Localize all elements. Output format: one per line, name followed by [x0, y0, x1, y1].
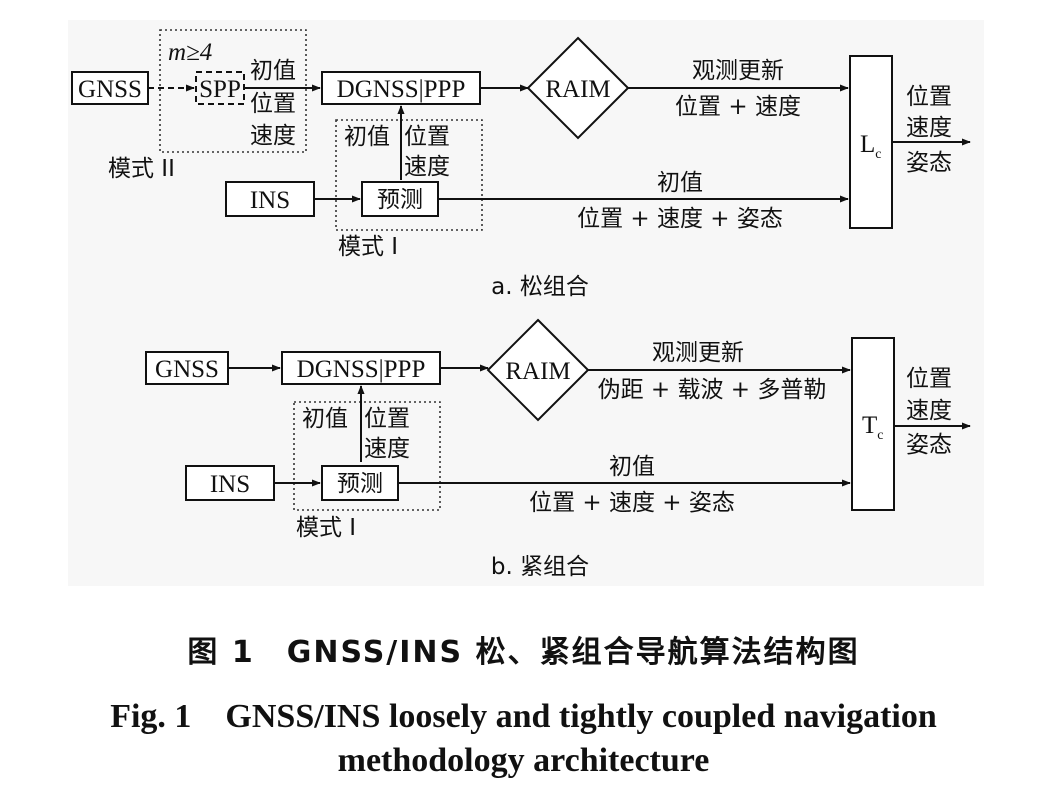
feedback-init-label: 初值	[344, 124, 390, 150]
gnss-label: GNSS	[78, 76, 142, 103]
ins-quantities-label: 位置 + 速度 + 姿态	[529, 490, 735, 516]
dgnss-ppp-label: DGNSS|PPP	[297, 356, 426, 383]
predict-label: 预测	[377, 187, 423, 213]
ins-box	[225, 181, 315, 217]
feedback-velocity-label: 速度	[364, 436, 410, 462]
panel-b-tight-coupling: GNSS DGNSS|PPP RAIM 观测更新 伪距 + 载波 + 多普勒 模…	[145, 318, 971, 580]
spp-velocity-label: 速度	[250, 123, 296, 149]
dgnss-ppp-box	[321, 71, 481, 105]
dgnss-ppp-label: DGNSS|PPP	[337, 76, 466, 103]
raim-label: RAIM	[505, 358, 570, 385]
raim-label: RAIM	[545, 76, 610, 103]
gnss-label: GNSS	[155, 356, 219, 383]
figure-caption-english-line-1: Fig. 1 GNSS/INS loosely and tightly coup…	[110, 698, 937, 735]
tight-out-position: 位置	[906, 366, 952, 392]
raim-diamond	[526, 36, 630, 140]
panel-a-loose-coupling: 模式 II GNSS m≥4 SPP 初值 位置 速度 DGNSS|PPP RA…	[71, 29, 971, 300]
panel-b-label: b. 紧组合	[491, 554, 589, 580]
predict-label: 预测	[337, 471, 383, 497]
figure-caption-english-line-2: methodology architecture	[337, 742, 710, 779]
loose-filter-box	[849, 55, 893, 229]
feedback-position-label: 位置	[364, 406, 410, 432]
raim-diamond	[486, 318, 590, 422]
panel-a-label: a. 松组合	[491, 274, 589, 300]
predict-box	[321, 465, 399, 501]
obs-update-label: 观测更新	[692, 58, 784, 84]
dgnss-ppp-box	[281, 351, 441, 385]
figure-caption-chinese: 图 1 GNSS/INS 松、紧组合导航算法结构图	[187, 635, 860, 670]
mode-2-region	[159, 29, 307, 153]
loose-out-position: 位置	[906, 84, 952, 110]
ins-box	[185, 465, 275, 501]
ins-quantities-label: 位置 + 速度 + 姿态	[577, 206, 783, 232]
tight-filter-label: Tc	[862, 412, 884, 443]
loose-filter-label: Lc	[860, 131, 882, 162]
architecture-diagram: 模式 II GNSS m≥4 SPP 初值 位置 速度 DGNSS|PPP RA…	[71, 29, 971, 580]
satellite-condition: m≥4	[168, 39, 212, 66]
loose-out-attitude: 姿态	[906, 150, 952, 176]
feedback-velocity-label: 速度	[404, 154, 450, 180]
mode-1-label: 模式 I	[296, 515, 356, 541]
mode-1-label: 模式 I	[338, 234, 398, 260]
obs-update-label: 观测更新	[652, 340, 744, 366]
tight-out-velocity: 速度	[906, 398, 952, 424]
spp-position-label: 位置	[250, 91, 296, 117]
tight-out-attitude: 姿态	[906, 432, 952, 458]
ins-label: INS	[250, 187, 290, 214]
mode-2-label: 模式 II	[108, 156, 175, 182]
ins-label: INS	[210, 471, 250, 498]
feedback-position-label: 位置	[404, 124, 450, 150]
mode-1-region	[335, 119, 483, 231]
loose-out-velocity: 速度	[906, 115, 952, 141]
obs-quantities-label: 伪距 + 载波 + 多普勒	[598, 377, 827, 403]
spp-label: SPP	[199, 76, 241, 103]
mode-1-region	[293, 401, 441, 511]
ins-init-label: 初值	[609, 454, 655, 480]
ins-init-label: 初值	[657, 170, 703, 196]
feedback-init-label: 初值	[302, 406, 348, 432]
obs-quantities-label: 位置 + 速度	[675, 94, 801, 120]
spp-init-label: 初值	[250, 58, 296, 84]
gnss-box	[71, 71, 149, 105]
tight-filter-box	[851, 337, 895, 511]
